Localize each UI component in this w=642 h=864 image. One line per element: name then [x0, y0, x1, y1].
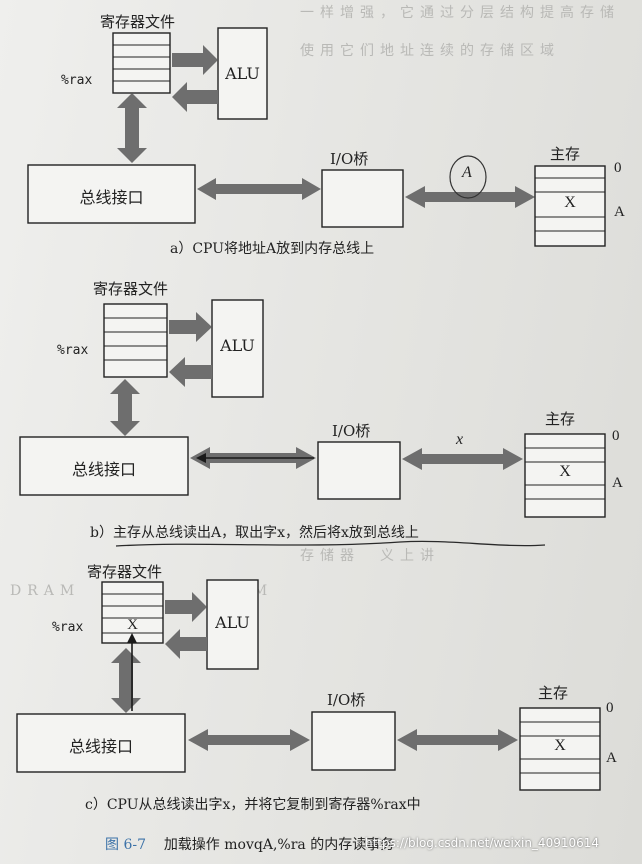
bleed-through-text: 存储器 义上讲	[300, 548, 440, 564]
figure-a-diagram	[27, 27, 606, 247]
main-memory-label: 主存	[538, 684, 569, 702]
alu-label: ALU	[215, 613, 250, 632]
memory-cell-x: X	[554, 737, 566, 754]
memory-cell-x: X	[564, 194, 576, 211]
caption-c: c）CPU从总线读出字x，并将它复制到寄存器%rax中	[85, 797, 421, 813]
rax-label: %rax	[61, 73, 93, 88]
bleed-through-text: 使用它们地址连续的存储区域	[300, 43, 560, 59]
figure-b-diagram	[19, 299, 606, 547]
register-file-label: 寄存器文件	[87, 563, 163, 581]
register-cell-x: X	[127, 617, 138, 633]
io-bridge-label: I/O桥	[332, 422, 371, 440]
alu-label: ALU	[220, 336, 255, 355]
memory-address-a: A	[614, 204, 625, 220]
figure-a: 寄存器文件 %rax ALU 总线接口 I/O桥 A 主存 0 X A a）CP…	[0, 0, 642, 270]
io-bridge-label: I/O桥	[330, 150, 369, 168]
caption-b: b）主存从总线读出A，取出字x，然后将x放到总线上	[90, 525, 419, 541]
memory-top-address: 0	[606, 700, 614, 716]
caption-a: a）CPU将地址A放到内存总线上	[170, 241, 375, 257]
figure-caption: 图 6-7 加载操作 movqA,%ra 的内存读事务	[105, 834, 394, 854]
main-memory-label: 主存	[550, 145, 581, 163]
bus-address-mark: A	[462, 164, 472, 181]
memory-address-a: A	[606, 750, 617, 766]
memory-cell-x: X	[559, 463, 571, 480]
watermark-url: https://blog.csdn.net/weixin_40910614	[365, 836, 600, 850]
rax-label: %rax	[57, 343, 89, 358]
alu-label: ALU	[225, 64, 260, 83]
bus-data-mark: x	[456, 431, 464, 448]
memory-top-address: 0	[612, 428, 620, 444]
memory-address-a: A	[612, 475, 623, 491]
memory-top-address: 0	[614, 160, 622, 176]
main-memory-label: 主存	[545, 410, 576, 428]
figure-b: 寄存器文件 %rax ALU 总线接口 I/O桥 x 主存 0 X A b）主存…	[0, 270, 642, 560]
figure-title: 加载操作 movqA,%ra 的内存读事务	[163, 837, 395, 853]
io-bridge-label: I/O桥	[327, 691, 366, 709]
bus-interface-label: 总线接口	[79, 188, 144, 207]
bleed-through-text: 一样增强，它通过分层结构提高存储	[300, 5, 620, 21]
rax-label: %rax	[52, 620, 84, 635]
figure-c: 寄存器文件 %rax X ALU 总线接口 I/O桥 主存 0 X A c）CP…	[0, 560, 642, 830]
bus-interface-label: 总线接口	[71, 460, 136, 479]
bus-interface-label: 总线接口	[68, 737, 133, 756]
register-file-label: 寄存器文件	[100, 13, 176, 31]
figure-number: 图 6-7	[105, 837, 146, 853]
register-file-label: 寄存器文件	[93, 280, 169, 298]
figure-c-diagram	[16, 579, 601, 791]
